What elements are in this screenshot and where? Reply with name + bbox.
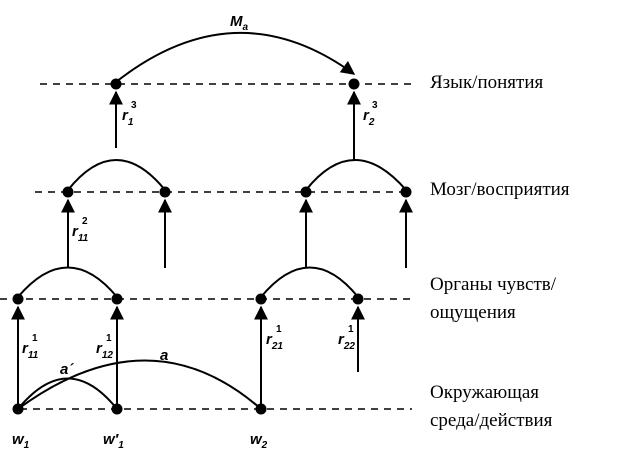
label-r22-1-sup: 1 (348, 324, 354, 335)
label-a: a (160, 347, 168, 364)
node-language-1 (110, 78, 122, 90)
organs-arc-left (17, 266, 118, 298)
label-w2: w2 (250, 431, 268, 451)
label-r2-3-sup: 3 (372, 100, 378, 111)
node-brain-2 (159, 186, 171, 198)
label-w1: w1 (12, 431, 30, 451)
label-r21-1: r21 (266, 331, 283, 352)
node-organs-4 (352, 293, 364, 305)
node-language-2 (348, 78, 360, 90)
a-prime-arc (17, 377, 118, 410)
label-r21-1-sup: 1 (276, 324, 282, 335)
brain-arc-left (67, 159, 166, 191)
label-a-prime: a´ (60, 361, 74, 378)
ma-arc (115, 31, 356, 83)
node-organs-3 (255, 293, 267, 305)
node-brain-4 (400, 186, 412, 198)
level-environment-label-line1: Окружающая (430, 382, 539, 403)
level-organs-label-line2: ощущения (430, 302, 516, 323)
node-brain-3 (300, 186, 312, 198)
label-r11-1-sup: 1 (32, 333, 38, 344)
label-r1-3: r1 (122, 107, 134, 128)
brain-arc-right (305, 159, 407, 191)
label-r12-1: r12 (96, 340, 113, 361)
label-r1-3-sup: 3 (131, 100, 137, 111)
node-w1-prime (111, 403, 123, 415)
label-r11-2: r11 (72, 223, 89, 244)
node-brain-1 (62, 186, 74, 198)
label-r11-1: r11 (22, 340, 39, 361)
label-r22-1: r22 (338, 331, 355, 352)
label-r12-1-sup: 1 (106, 333, 112, 344)
node-w2 (255, 403, 267, 415)
label-ma: Ma (230, 13, 249, 33)
label-r2-3: r2 (363, 107, 375, 128)
level-language-label: Язык/понятия (430, 72, 544, 93)
a-arc (17, 359, 262, 410)
level-organs-label-line1: Органы чувств/ (430, 274, 557, 295)
node-organs-2 (111, 293, 123, 305)
label-w1-prime: w′1 (103, 431, 124, 451)
node-organs-1 (12, 293, 24, 305)
organs-arc-right (260, 266, 359, 298)
label-r11-2-sup: 2 (82, 216, 88, 227)
node-w1 (12, 403, 24, 415)
level-environment-label-line2: среда/действия (430, 410, 553, 431)
level-brain-label: Мозг/восприятия (430, 179, 570, 200)
